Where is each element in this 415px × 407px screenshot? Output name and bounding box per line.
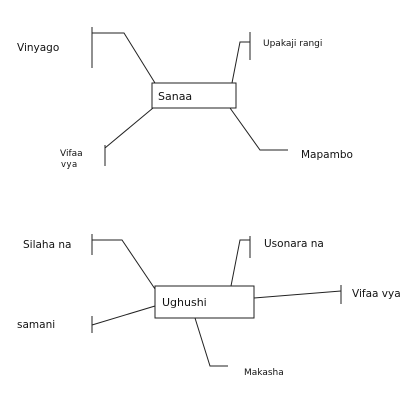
center-box-sanaa <box>151 82 237 109</box>
label-mapambo: Mapambo <box>301 149 353 161</box>
label-silaha-na: Silaha na <box>23 239 71 251</box>
connector-usonara-na <box>230 239 250 287</box>
label-vinyago: Vinyago <box>17 42 59 54</box>
center-node-ughushi: Ughushi <box>154 285 255 319</box>
branch-vifaa-vya: Vifaa vya <box>253 285 401 304</box>
connector-mapambo <box>229 107 288 151</box>
label-samani: samani <box>17 319 55 331</box>
branch-usonara-na: Usonara na <box>230 236 324 287</box>
connector-makasha <box>194 317 228 367</box>
label-makasha: Makasha <box>244 368 284 378</box>
sanaa-diagram: Vinyago Upakaji rangi Vifaa vya Mapambo … <box>17 27 353 170</box>
center-box-ughushi <box>154 285 255 319</box>
center-label-ughushi: Ughushi <box>162 296 207 309</box>
branch-upakaji-rangi: Upakaji rangi <box>231 32 322 84</box>
branch-samani: samani <box>17 305 156 333</box>
label-vifaa-sub: vya <box>61 160 78 170</box>
center-node-sanaa: Sanaa <box>151 82 237 109</box>
connector-vinyago <box>92 32 156 84</box>
connector-silaha-na <box>92 239 156 290</box>
ughushi-diagram: Silaha na Usonara na Vifaa vya samani Ma… <box>17 234 401 378</box>
connector-vifaa <box>104 107 154 149</box>
branch-vinyago: Vinyago <box>17 27 156 84</box>
connector-samani <box>91 305 156 326</box>
branch-silaha-na: Silaha na <box>23 234 156 290</box>
connector-upakaji-rangi <box>231 41 250 84</box>
center-label-sanaa: Sanaa <box>158 90 192 103</box>
connector-vifaa-vya <box>253 290 342 299</box>
branch-mapambo: Mapambo <box>229 107 353 161</box>
label-vifaa: Vifaa <box>60 149 83 159</box>
label-usonara-na: Usonara na <box>264 238 324 250</box>
label-upakaji-rangi: Upakaji rangi <box>263 39 322 49</box>
branch-vifaa: Vifaa vya <box>60 107 154 170</box>
label-vifaa-vya: Vifaa vya <box>352 288 401 300</box>
branch-makasha: Makasha <box>194 317 284 378</box>
